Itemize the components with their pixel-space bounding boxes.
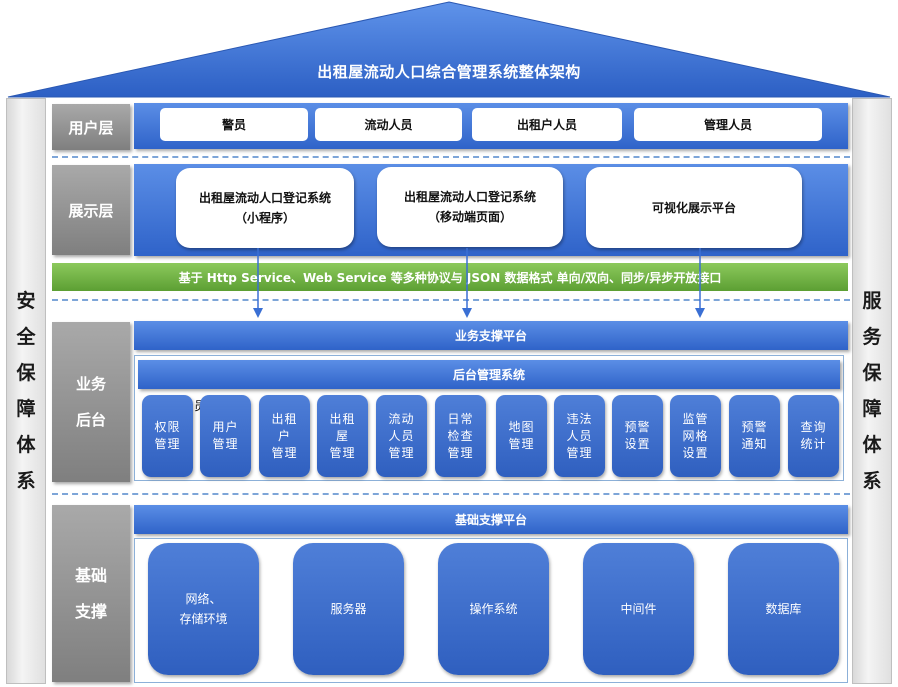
user-item-manager: 管理人员	[634, 108, 822, 141]
right-pillar-label: 服 务 保 障 体 系	[852, 98, 892, 684]
right-pillar-char: 体	[862, 434, 882, 456]
display-item-title: 出租屋流动人口登记系统	[403, 190, 536, 204]
display-item-visual: 可视化展示平台	[586, 167, 802, 248]
user-item-floating: 流动人员	[315, 108, 462, 141]
layer-label-business: 业务 后台	[52, 322, 130, 482]
base-item-network-storage: 网络、 存储环境	[148, 543, 259, 675]
module-floating-person: 流动 人员 管理	[376, 395, 427, 477]
roof-shape	[7, 1, 891, 98]
right-pillar-char: 保	[862, 362, 882, 384]
layer-divider	[52, 299, 850, 301]
left-pillar-label: 安 全 保 障 体 系	[6, 98, 46, 684]
module-permission: 权限 管理	[142, 395, 193, 477]
right-pillar-char: 系	[862, 470, 882, 492]
left-pillar-char: 全	[16, 326, 36, 348]
module-alert-notice: 预警 通知	[729, 395, 780, 477]
display-item-mobile: 出租屋流动人口登记系统 （移动端页面）	[377, 167, 563, 247]
left-pillar-char: 保	[16, 362, 36, 384]
display-item-title: 可视化展示平台	[651, 200, 736, 215]
display-item-title: 出租屋流动人口登记系统	[198, 191, 331, 205]
display-item-subtitle: （小程序）	[234, 211, 295, 225]
display-item-subtitle: （移动端页面）	[427, 210, 512, 224]
left-pillar-char: 体	[16, 434, 36, 456]
base-item-middleware: 中间件	[583, 543, 694, 675]
arrow-head	[695, 308, 705, 318]
diagram-title: 出租屋流动人口综合管理系统整体架构	[317, 62, 581, 81]
module-map: 地图 管理	[496, 395, 547, 477]
right-pillar-char: 务	[862, 326, 882, 348]
module-query-stats: 查询 统计	[788, 395, 839, 477]
arrow-head	[462, 308, 472, 318]
right-pillar-char: 服	[862, 290, 882, 312]
base-item-server: 服务器	[293, 543, 404, 675]
base-item-os: 操作系统	[438, 543, 549, 675]
module-user: 用户 管理	[200, 395, 251, 477]
base-platform-bar: 基础支撑平台	[134, 505, 848, 534]
module-daily-check: 日常 检查 管理	[435, 395, 486, 477]
module-grid-settings: 监管 网格 设置	[670, 395, 721, 477]
arrow-head	[253, 308, 263, 318]
left-pillar-char: 安	[16, 290, 36, 312]
base-item-database: 数据库	[728, 543, 839, 675]
user-item-landlord: 出租户人员	[472, 108, 622, 141]
layer-divider	[52, 156, 850, 158]
backend-system-bar: 后台管理系统	[138, 360, 840, 389]
layer-label-base: 基础 支撑	[52, 505, 130, 682]
module-illegal-person: 违法 人员 管理	[554, 395, 605, 477]
left-pillar	[6, 98, 46, 684]
layer-label-user: 用户层	[52, 104, 130, 150]
module-alert-settings: 预警 设置	[612, 395, 663, 477]
module-rental-house: 出租 屋 管理	[317, 395, 368, 477]
layer-label-display: 展示层	[52, 165, 130, 255]
module-landlord: 出租 户 管理	[259, 395, 310, 477]
layer-divider	[52, 493, 850, 495]
left-pillar-char: 障	[16, 398, 36, 420]
right-pillar-char: 障	[862, 398, 882, 420]
right-pillar	[852, 98, 892, 684]
interface-bar: 基于 Http Service、Web Service 等多种协议与 JSON …	[52, 263, 848, 291]
display-item-miniprogram: 出租屋流动人口登记系统 （小程序）	[176, 168, 354, 248]
user-item-police: 警员	[160, 108, 308, 141]
business-platform-bar: 业务支撑平台	[134, 321, 848, 350]
left-pillar-char: 系	[16, 470, 36, 492]
